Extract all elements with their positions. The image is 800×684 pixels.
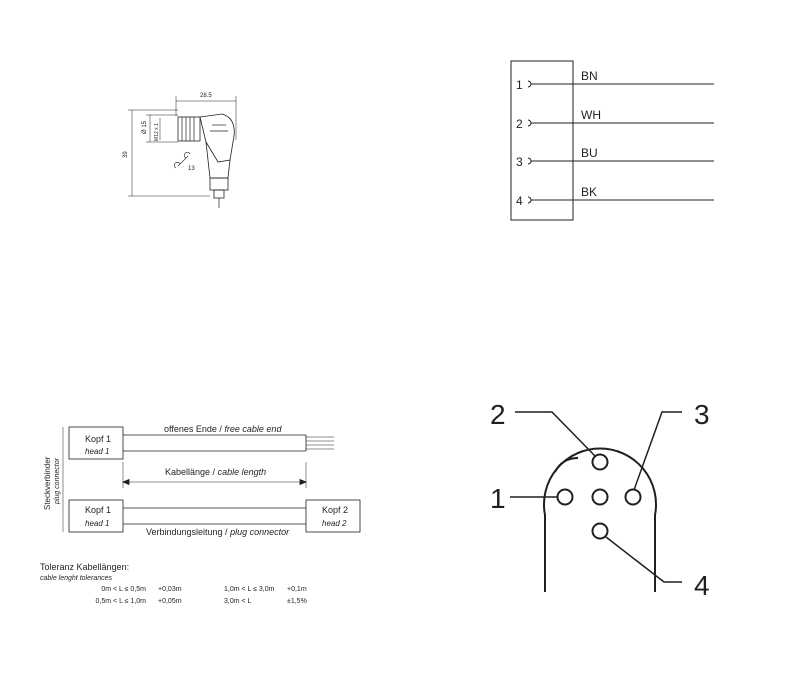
tolerance-range-4: 3,0m < L bbox=[224, 598, 252, 605]
tolerance-range-2: 0,5m < L ≤ 1,0m bbox=[96, 598, 147, 605]
tolerance-value-4: ±1,5% bbox=[287, 598, 307, 605]
wrench-dim-label: 13 bbox=[188, 166, 195, 172]
connector-body-outline bbox=[543, 447, 657, 592]
tolerance-title: Toleranz Kabellängen: bbox=[40, 562, 129, 572]
tolerance-subtitle: cable lenght tolerances bbox=[40, 575, 112, 582]
free-end-en: free cable end bbox=[224, 424, 282, 434]
tolerance-value-3: +0,1m bbox=[287, 586, 307, 593]
face-label-1: 1 bbox=[490, 483, 506, 514]
length-de: Kabellänge / bbox=[165, 467, 216, 477]
wire-color-3: BU bbox=[581, 146, 598, 160]
pin-3-number: 3 bbox=[516, 155, 523, 169]
side-label-de: Steckverbinder bbox=[43, 456, 52, 510]
head1-bottom-en: head 1 bbox=[85, 519, 109, 528]
pin-3-contact bbox=[624, 488, 642, 506]
pin-2-contact bbox=[591, 453, 609, 471]
connector-label: Verbindungsleitung / plug connector bbox=[146, 527, 290, 537]
side-label-en: plug connector bbox=[54, 457, 61, 505]
tolerance-value-2: +0,05m bbox=[158, 598, 182, 605]
wiring-schematic bbox=[510, 60, 714, 221]
length-en: cable length bbox=[218, 467, 267, 477]
free-end-label: offenes Ende / free cable end bbox=[164, 424, 282, 434]
tolerance-range-3: 1,0m < L ≤ 3,0m bbox=[224, 586, 275, 593]
pin-1-number: 1 bbox=[516, 78, 523, 92]
connector-de: Verbindungsleitung / bbox=[146, 527, 228, 537]
head2-en: head 2 bbox=[322, 519, 347, 528]
cable-diagram bbox=[62, 426, 361, 533]
height-dim-label: 39 bbox=[123, 151, 129, 158]
pin-4-number: 4 bbox=[516, 194, 523, 208]
wire-color-4: BK bbox=[581, 185, 597, 199]
diameter-dim-label: Ø 15 bbox=[142, 120, 148, 134]
tolerance-value-1: +0,03m bbox=[158, 586, 182, 593]
wire-color-2: WH bbox=[581, 108, 601, 122]
pin-2-number: 2 bbox=[516, 117, 523, 131]
head1-top-en: head 1 bbox=[85, 447, 109, 456]
face-label-4: 4 bbox=[694, 570, 710, 601]
free-end-de: offenes Ende / bbox=[164, 424, 222, 434]
head1-top-de: Kopf 1 bbox=[85, 434, 111, 444]
head1-bottom-de: Kopf 1 bbox=[85, 505, 111, 515]
pin-1-contact bbox=[556, 488, 574, 506]
face-label-3: 3 bbox=[694, 399, 710, 430]
dimension-drawing bbox=[128, 96, 237, 208]
pin-4-contact bbox=[591, 522, 609, 540]
head2-de: Kopf 2 bbox=[322, 505, 348, 515]
thread-dim-label: M12 x 1 bbox=[154, 123, 160, 141]
length-label: Kabellänge / cable length bbox=[165, 467, 266, 477]
pin-face bbox=[510, 411, 682, 592]
wire-color-1: BN bbox=[581, 69, 598, 83]
face-label-2: 2 bbox=[490, 399, 506, 430]
width-dim-label: 28.5 bbox=[200, 93, 212, 99]
pin-5-contact bbox=[591, 488, 609, 506]
connector-en: plug connector bbox=[229, 527, 290, 537]
tolerance-range-1: 0m < L ≤ 0,5m bbox=[101, 586, 146, 593]
